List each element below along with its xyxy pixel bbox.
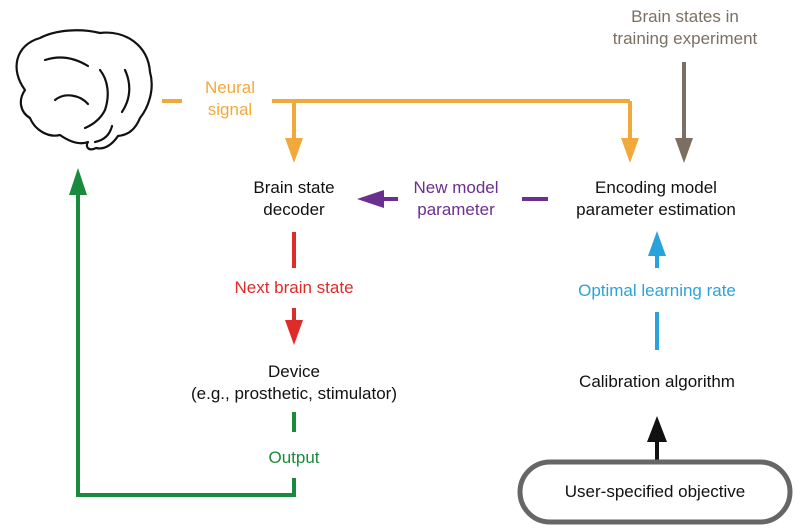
output-loop <box>76 193 296 497</box>
arrow-neural-to-decoder <box>285 138 303 163</box>
neural-signal-line2: signal <box>207 100 253 119</box>
new-model-parameter-line1: New model <box>413 178 499 197</box>
arrow-state-to-device <box>285 320 303 345</box>
device-line2: (e.g., prosthetic, stimulator) <box>191 384 397 403</box>
device-label: Device (e.g., prosthetic, stimulator) <box>164 361 424 405</box>
neural-signal-path <box>162 99 632 140</box>
training-states-line1: Brain states in <box>631 7 739 26</box>
decoder-line1: Brain state <box>253 178 335 197</box>
arrow-output-to-brain <box>69 168 87 195</box>
decoder-label: Brain state decoder <box>224 177 364 221</box>
neural-signal-line1: Neural <box>204 78 256 97</box>
new-model-parameter-line2: parameter <box>417 200 495 219</box>
encoding-model-line1: Encoding model <box>595 178 717 197</box>
arrow-objective-to-calibration <box>647 416 667 442</box>
encoding-model-label: Encoding model parameter estimation <box>556 177 756 221</box>
objective-pill <box>517 459 793 525</box>
calibration-algorithm-label: Calibration algorithm <box>579 372 735 391</box>
next-brain-state-label: Next brain state <box>234 278 354 297</box>
encoding-model-line2: parameter estimation <box>576 200 736 219</box>
objective-label: User-specified objective <box>564 482 746 501</box>
arrow-param-to-decoder <box>357 190 384 208</box>
optimal-learning-rate-label: Optimal learning rate <box>578 281 736 300</box>
neural-signal-label: Neural signal <box>190 77 270 121</box>
device-line1: Device <box>268 362 320 381</box>
arrow-training-to-encoder <box>675 138 693 163</box>
output-label: Output <box>268 448 320 467</box>
new-model-parameter-label: New model parameter <box>398 177 514 221</box>
arrow-rate-to-encoder <box>648 231 666 256</box>
training-states-line2: training experiment <box>612 29 758 48</box>
training-states-label: Brain states in training experiment <box>585 6 785 50</box>
brain-icon <box>15 29 153 151</box>
decoder-line2: decoder <box>263 200 325 219</box>
arrow-neural-to-encoder <box>621 138 639 163</box>
